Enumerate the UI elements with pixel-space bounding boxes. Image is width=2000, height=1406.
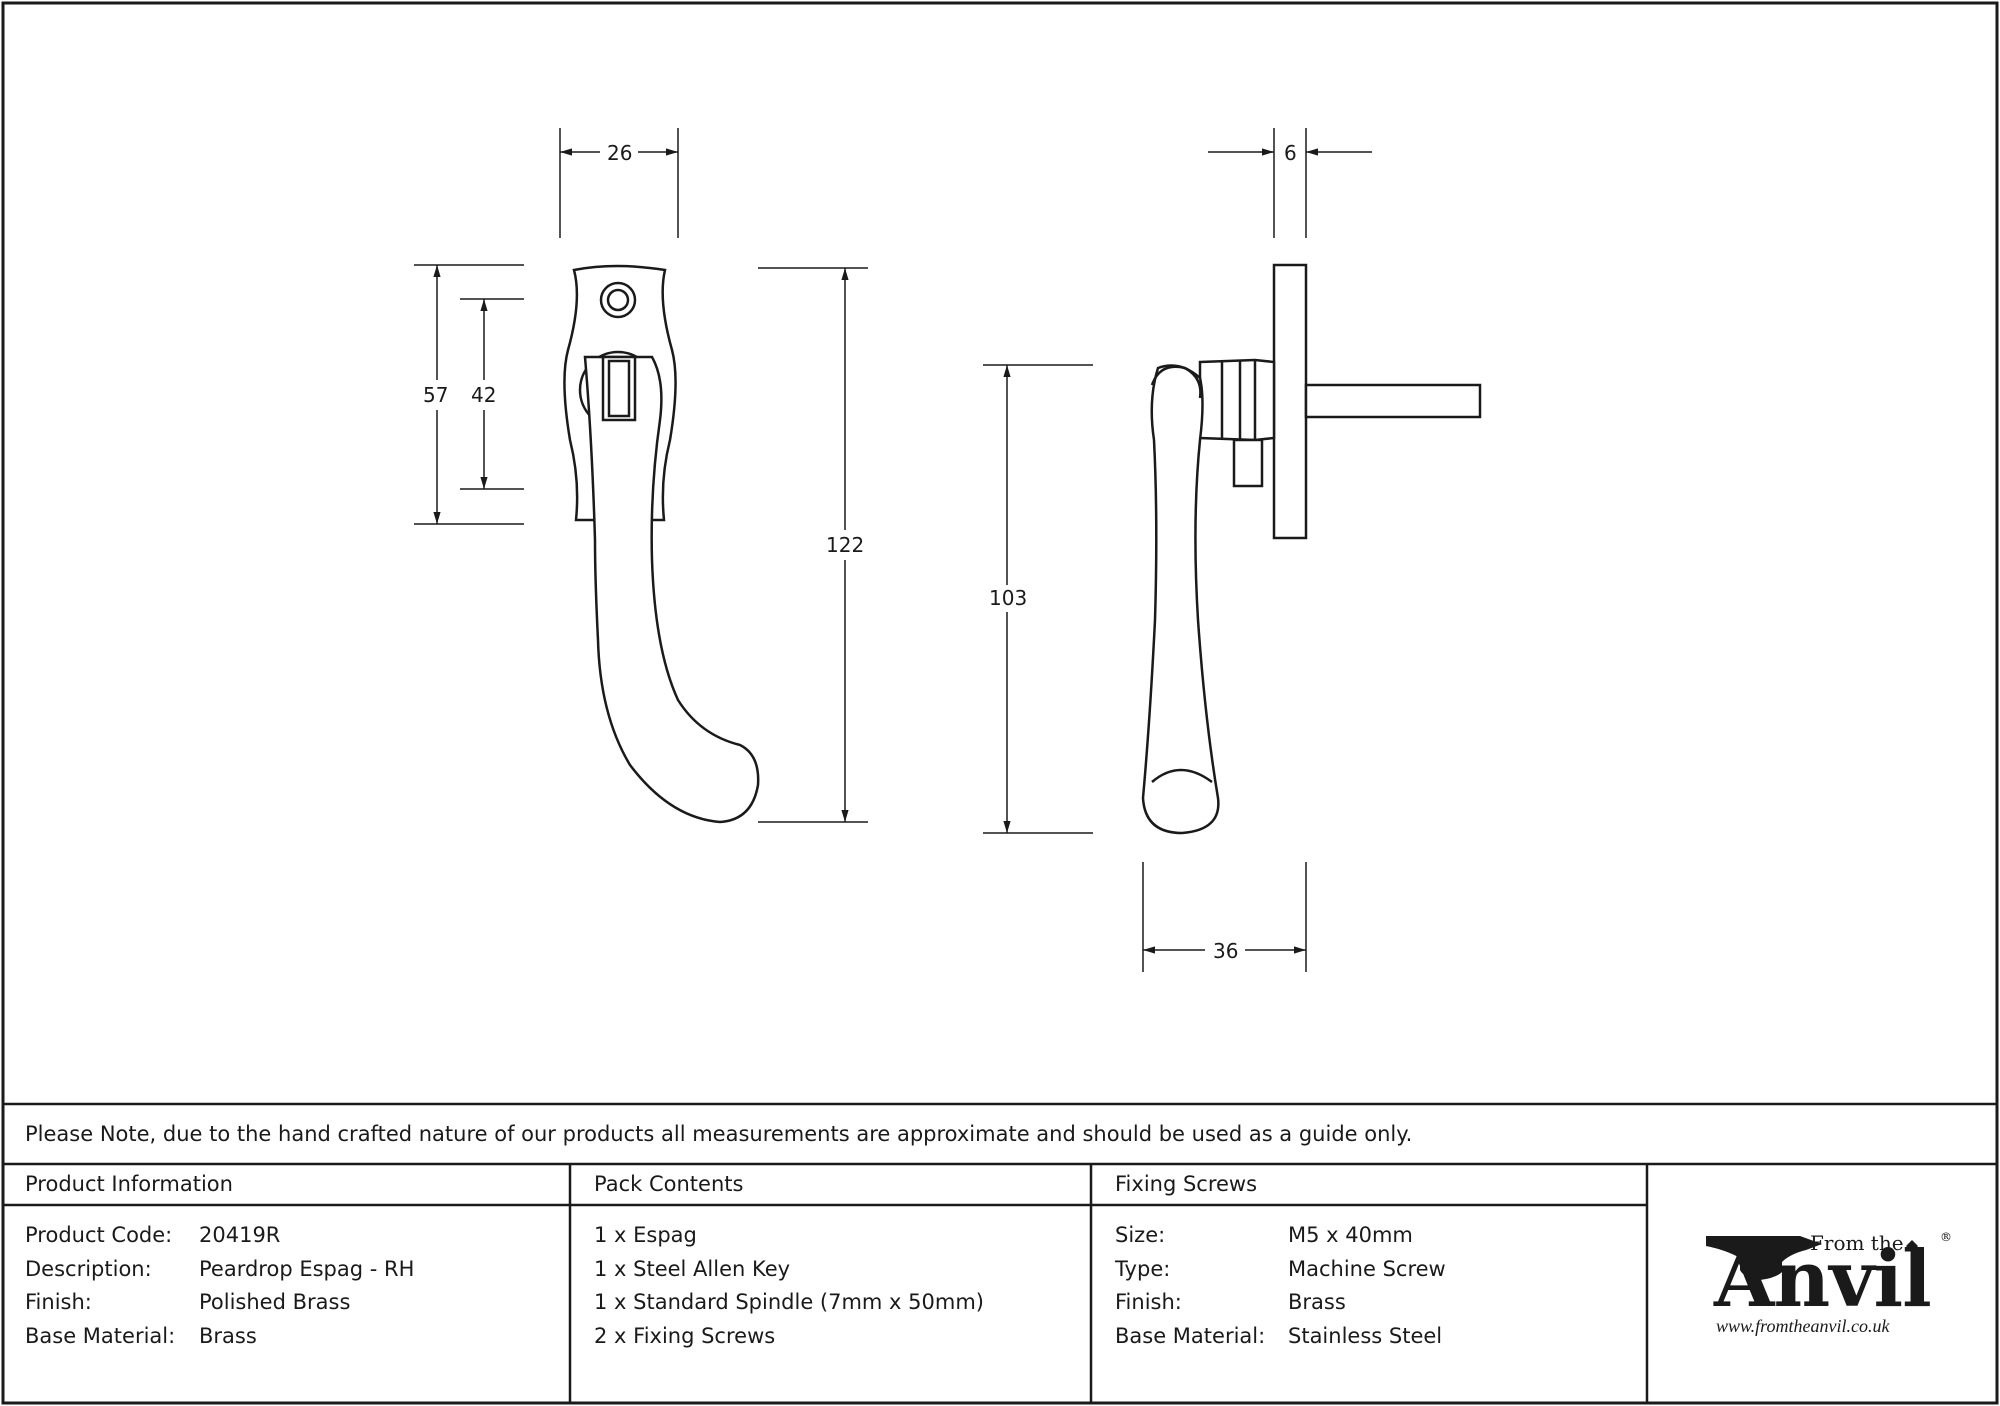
side-dimensions — [983, 128, 1372, 972]
pack-item: 1 x Standard Spindle (7mm x 50mm) — [594, 1290, 984, 1314]
peardrop-handle — [583, 355, 760, 824]
fixing-hole-inner — [606, 288, 630, 312]
lever-knuckle — [1150, 365, 1202, 399]
base-material-label: Base Material: — [25, 1324, 176, 1348]
spindle-slot-inner — [607, 359, 631, 418]
pack-item: 2 x Fixing Screws — [594, 1324, 776, 1348]
screw-type-value: Machine Screw — [1288, 1257, 1446, 1281]
side-view — [1141, 263, 1482, 835]
fixing-hole-outer — [599, 281, 637, 319]
lever-tip-curve — [1151, 768, 1213, 784]
measurement-note: Please Note, due to the hand crafted nat… — [25, 1122, 1413, 1146]
base-material-value: Brass — [199, 1324, 257, 1348]
dim-overall-length: 122 — [826, 533, 865, 557]
dim-fixing-centres: 42 — [471, 383, 497, 407]
pack-contents-heading: Pack Contents — [594, 1172, 744, 1196]
dim-plate-thickness: 6 — [1284, 141, 1297, 165]
front-view — [563, 264, 760, 824]
screw-base-material-value: Stainless Steel — [1288, 1324, 1443, 1348]
screw-size-value: M5 x 40mm — [1288, 1223, 1413, 1247]
front-backplate — [563, 264, 677, 522]
description-value: Peardrop Espag - RH — [199, 1257, 415, 1281]
side-backplate — [1272, 263, 1308, 540]
logo-registered-mark: ® — [1940, 1230, 1952, 1244]
anvil-logo — [1706, 1236, 1918, 1280]
screw-finish-label: Finish: — [1115, 1290, 1182, 1314]
dim-backplate-height: 57 — [423, 383, 449, 407]
anvil-silhouette — [1706, 1236, 1822, 1280]
side-lever — [1141, 364, 1220, 835]
product-code-value: 20419R — [199, 1223, 281, 1247]
description-label: Description: — [25, 1257, 152, 1281]
logo-diamond — [1906, 1240, 1918, 1252]
fixing-screws-heading: Fixing Screws — [1115, 1172, 1258, 1196]
info-table-lines — [3, 1102, 1997, 1403]
front-dimensions — [414, 128, 868, 823]
screw-base-material-label: Base Material: — [1115, 1324, 1266, 1348]
collar — [1198, 358, 1276, 442]
dim-handle-drop: 103 — [989, 586, 1028, 610]
product-information-heading: Product Information — [25, 1172, 233, 1196]
key-peg — [1232, 438, 1264, 488]
finish-label: Finish: — [25, 1290, 92, 1314]
logo-from-the: From the — [1810, 1231, 1904, 1255]
pack-item: 1 x Espag — [594, 1223, 697, 1247]
pack-item: 1 x Steel Allen Key — [594, 1257, 791, 1281]
screw-size-label: Size: — [1115, 1223, 1166, 1247]
logo-anvil-wordmark: Anvil — [1714, 1234, 1932, 1325]
finish-value: Polished Brass — [199, 1290, 351, 1314]
screw-finish-value: Brass — [1288, 1290, 1346, 1314]
spindle — [1304, 383, 1482, 419]
dim-projection: 36 — [1213, 939, 1239, 963]
logo-url: www.fromtheanvil.co.uk — [1716, 1316, 1890, 1336]
dim-front-width: 26 — [607, 141, 633, 165]
product-code-label: Product Code: — [25, 1223, 173, 1247]
screw-type-label: Type: — [1115, 1257, 1171, 1281]
